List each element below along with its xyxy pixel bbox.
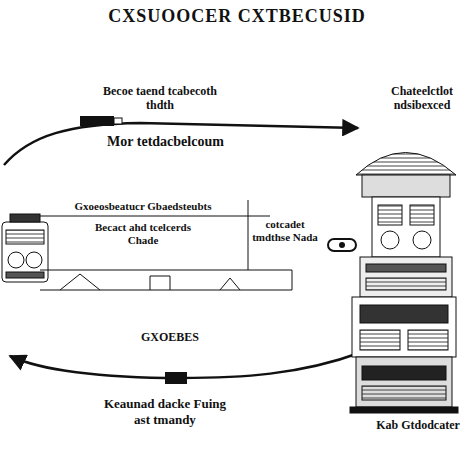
arrow-widget [114,118,122,124]
box-band [40,270,292,271]
connector-pill [328,239,356,251]
connector-pill [339,242,345,248]
box-band [40,216,270,217]
box-band [40,290,292,291]
box-detail [60,274,240,290]
machine-figure [350,153,458,414]
note-text: Mor tetdacbelcoum [78,134,253,151]
title: CXSUOOCER CXTBECUSID [20,6,454,28]
box-body: Becact ahd tcelcerds Chade [88,221,198,247]
arrow-label: GXOEBES [130,330,210,344]
side-note: cotcadet tmdthse Nada [252,218,318,244]
machine-figure [2,214,48,282]
arrow-widget [80,116,114,126]
arrow-widget [165,372,187,384]
machine-label: Chateelctlot ndsibexced [372,84,472,113]
box-band [292,270,293,290]
machine-label: Kab Gtdodcater [364,418,472,432]
footer-note: Keaunad dacke Fuing ast tmandy [95,396,235,427]
note-text: Becoe taend tcabecoth thdth [95,84,225,113]
process-box: Gxoeosbeatucr GbaedsteubtsBecact ahd tce… [40,198,246,270]
box-divider [248,200,249,270]
box-heading: Gxoeosbeatucr Gbaedsteubts [42,200,244,213]
cycle-arrow [4,123,358,165]
